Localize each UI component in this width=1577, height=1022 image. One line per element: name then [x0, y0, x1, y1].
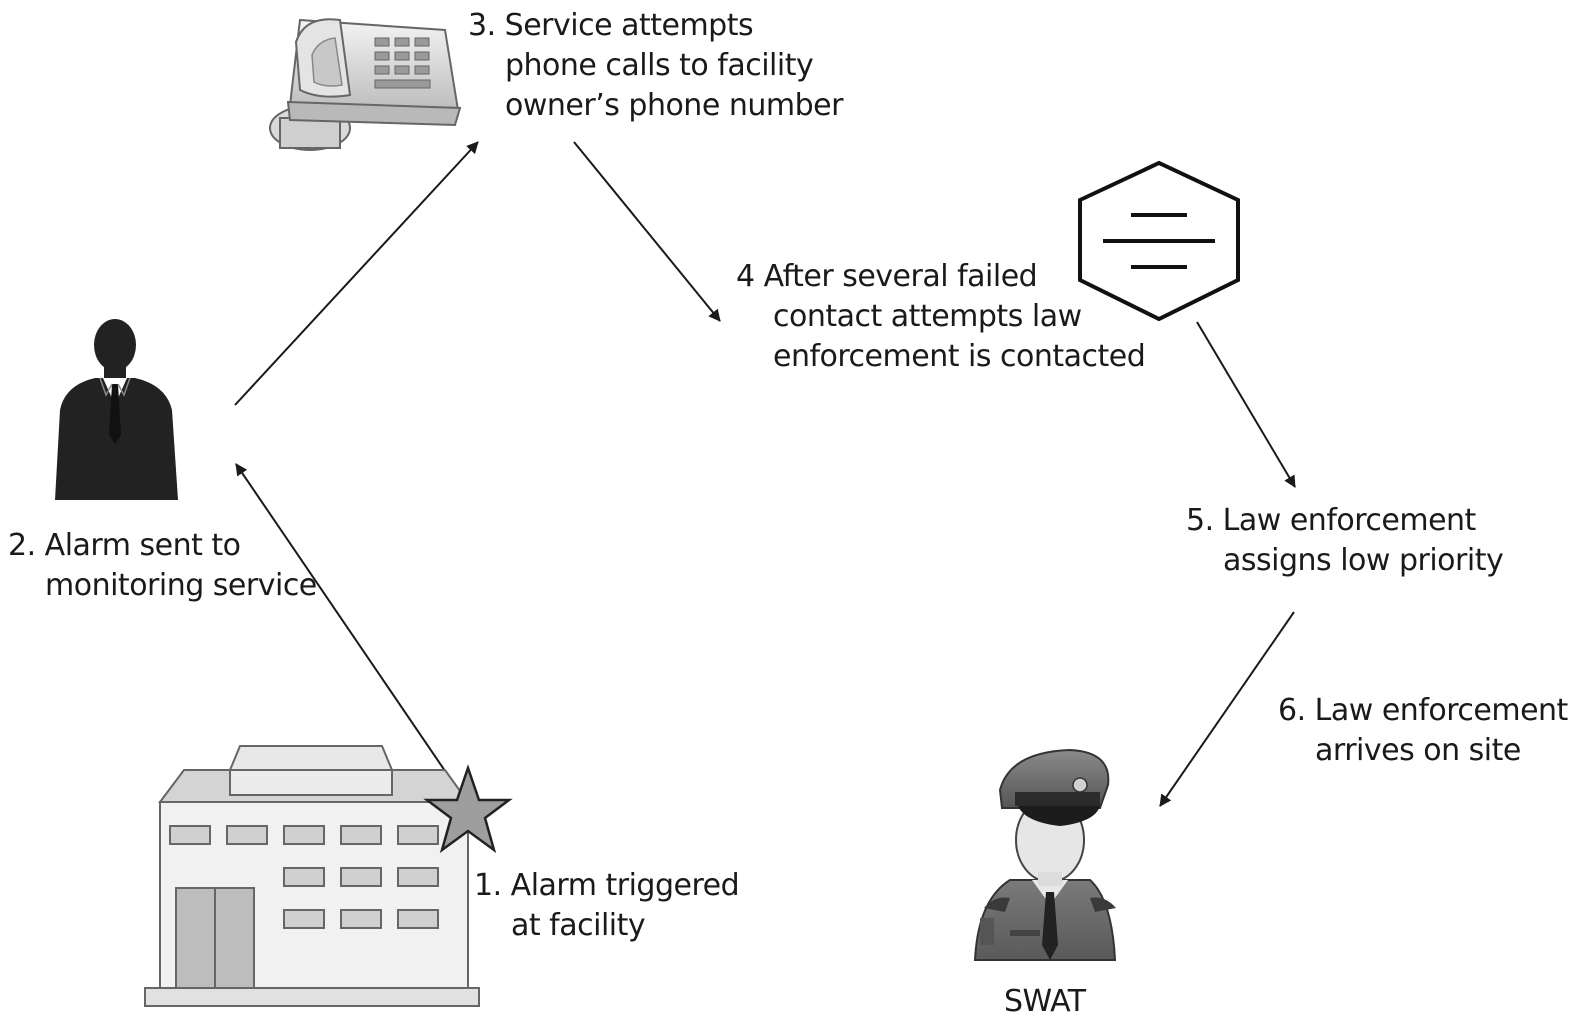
hexagon-icon [1078, 160, 1240, 322]
step-3-number: 3. [468, 8, 496, 43]
businessman-icon [55, 319, 178, 500]
step-3-line-3: owner’s phone number [505, 88, 843, 123]
arrow-contact-to-priority [1196, 321, 1296, 488]
desk-phone-icon [269, 18, 462, 151]
arrow-monitoring-to-phone [234, 141, 479, 406]
arrow-facility-to-monitoring [235, 463, 459, 791]
step-6-line-2: arrives on site [1315, 733, 1521, 768]
step-1-label: 1. Alarm triggered at facility [474, 866, 740, 946]
step-2-number: 2. [8, 528, 36, 563]
step-6-number: 6. [1278, 693, 1306, 728]
step-6-label: 6. Law enforcement arrives on site [1278, 691, 1568, 771]
officer-label: SWAT [1004, 984, 1086, 1019]
step-4-line-2: contact attempts law [773, 299, 1082, 334]
step-4-number: 4 [736, 259, 755, 294]
arrow-phone-to-law-contact [573, 141, 721, 322]
step-5-label: 5. Law enforcement assigns low priority [1186, 501, 1504, 581]
step-1-line-1: Alarm triggered [510, 868, 740, 903]
building-icon [144, 745, 480, 1007]
step-1-line-2: at facility [511, 908, 646, 943]
step-3-label: 3. Service attempts phone calls to facil… [468, 6, 843, 126]
step-2-label: 2. Alarm sent to monitoring service [8, 526, 317, 606]
step-5-line-1: Law enforcement [1222, 503, 1477, 538]
step-3-line-2: phone calls to facility [505, 48, 814, 83]
step-2-line-2: monitoring service [45, 568, 317, 603]
arrow-priority-to-officer [1159, 611, 1295, 807]
step-6-line-1: Law enforcement [1314, 693, 1569, 728]
step-5-number: 5. [1186, 503, 1214, 538]
step-3-line-1: Service attempts [504, 8, 754, 43]
step-4-line-1: After several failed [763, 259, 1038, 294]
step-4-line-3: enforcement is contacted [773, 339, 1146, 374]
step-5-line-2: assigns low priority [1223, 543, 1504, 578]
step-4-label: 4 After several failed contact attempts … [736, 257, 1146, 377]
step-1-number: 1. [474, 868, 502, 903]
step-2-line-1: Alarm sent to [44, 528, 241, 563]
star-icon [423, 764, 513, 854]
police-officer-icon [973, 748, 1117, 961]
